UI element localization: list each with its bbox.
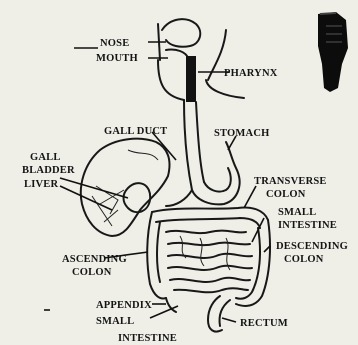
label-gall: GALL <box>30 152 61 163</box>
label-mouth: MOUTH <box>96 53 138 64</box>
transverse-colon <box>152 208 268 229</box>
leader-lines <box>44 42 270 322</box>
rectum <box>208 296 230 332</box>
label-descending: DESCENDING <box>276 241 348 252</box>
esophagus <box>186 56 196 102</box>
label-stomach: STOMACH <box>214 128 269 139</box>
head-passages <box>158 19 244 190</box>
label-liver: LIVER <box>24 179 58 190</box>
label-rectum: RECTUM <box>240 318 288 329</box>
ascending-colon <box>147 212 166 298</box>
label-small-bottom: SMALL <box>96 316 134 327</box>
small-intestine <box>166 231 252 293</box>
label-intestine-bottom: INTESTINE <box>118 333 177 344</box>
label-small-right: SMALL <box>278 207 316 218</box>
label-ascending-colon: COLON <box>72 267 112 278</box>
label-transverse-colon: COLON <box>266 189 306 200</box>
label-gall-duct: GALL DUCT <box>104 126 167 137</box>
label-pharynx: PHARYNX <box>224 68 278 79</box>
label-descending-colon: COLON <box>284 254 324 265</box>
pointing-hand-icon <box>318 12 348 92</box>
label-bladder: BLADDER <box>22 165 75 176</box>
label-transverse: TRANSVERSE <box>254 176 327 187</box>
label-intestine-right: INTESTINE <box>278 220 337 231</box>
label-appendix: APPENDIX <box>96 300 152 311</box>
label-ascending: ASCENDING <box>62 254 127 265</box>
label-nose: NOSE <box>100 38 129 49</box>
